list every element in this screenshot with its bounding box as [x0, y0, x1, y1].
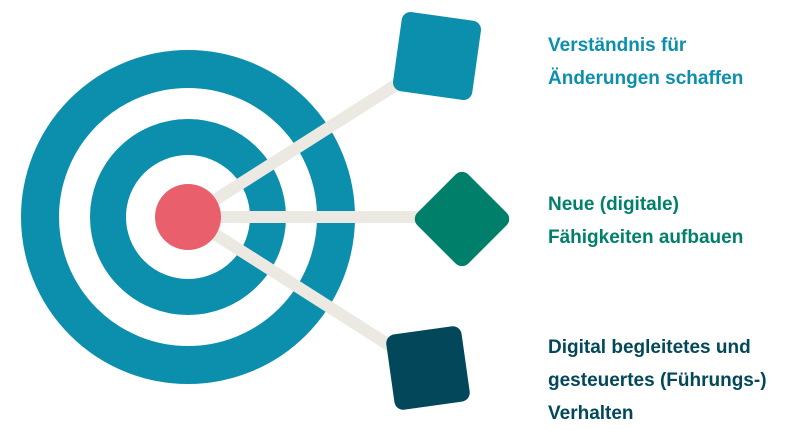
goal-label-line: Fähigkeiten aufbauen: [548, 227, 744, 248]
goal-label-skills: Neue (digitale) Fähigkeiten aufbauen: [548, 188, 743, 254]
goal-label-line: gesteuertes (Führungs-): [548, 370, 767, 391]
connector-3: [184, 211, 429, 374]
goal-label-line: Digital begleitetes und: [548, 337, 751, 358]
marker-3-square-icon: [386, 326, 470, 410]
goal-label-understanding: Verständnis für Änderungen schaffen: [548, 29, 743, 95]
connector-1: [184, 56, 436, 223]
goal-label-line: Änderungen schaffen: [548, 68, 744, 89]
marker-2-diamond-icon: [414, 171, 510, 267]
marker-1-square-icon: [392, 11, 482, 101]
goal-label-line: Verhalten: [548, 403, 634, 424]
bullseye: [155, 184, 221, 250]
goal-label-behavior: Digital begleitetes und gesteuertes (Füh…: [548, 331, 767, 430]
goal-label-line: Neue (digitale): [548, 194, 679, 215]
goal-label-line: Verständnis für: [548, 35, 687, 56]
